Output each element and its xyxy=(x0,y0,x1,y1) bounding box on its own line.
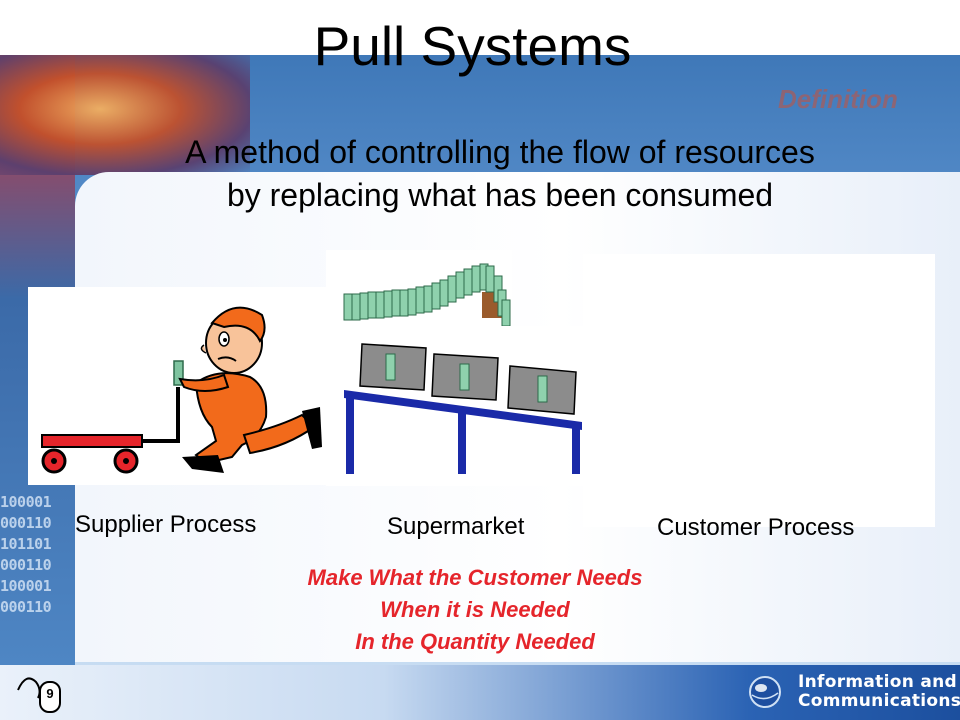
supermarket-rack-panel xyxy=(326,326,584,486)
worker-pulling-wagon-illustration xyxy=(41,306,322,474)
definition-line: by replacing what has been consumed xyxy=(226,177,774,213)
kanban-cards-stack-illustration xyxy=(343,263,511,327)
background-binary-text: 100001 000110 101101 000110 100001 00011… xyxy=(0,492,75,618)
footer-bar xyxy=(0,665,960,720)
binary-line: 101101 xyxy=(0,535,52,553)
binary-line: 100001 xyxy=(0,577,52,595)
binary-line: 000110 xyxy=(0,514,52,532)
customer-illustration-panel xyxy=(583,254,935,527)
brand-line: Information and xyxy=(798,672,957,692)
binary-line: 100001 xyxy=(0,493,52,511)
supermarket-rack-illustration xyxy=(344,343,582,474)
binary-line: 000110 xyxy=(0,598,52,616)
tagline-line: When it is Needed xyxy=(380,597,570,622)
supermarket-kanban-panel xyxy=(326,250,512,328)
binary-line: 000110 xyxy=(0,556,52,574)
label-supermarket: Supermarket xyxy=(387,513,525,540)
template-photo-collage xyxy=(0,55,250,175)
page-title: Pull Systems xyxy=(313,15,632,77)
supplier-illustration-panel xyxy=(28,287,346,485)
definition-line: A method of controlling the flow of reso… xyxy=(185,134,815,170)
section-tag: Definition xyxy=(778,84,898,114)
tagline: Make What the Customer Needs When it is … xyxy=(230,562,720,658)
brand-line: Communications xyxy=(798,691,960,711)
brand-text: Information and Communications xyxy=(798,673,960,711)
definition-text: A method of controlling the flow of reso… xyxy=(100,131,900,217)
globe-icon xyxy=(749,676,781,708)
label-customer-process: Customer Process xyxy=(657,514,855,541)
page-number: 9 xyxy=(46,686,54,701)
tagline-line: Make What the Customer Needs xyxy=(307,565,643,590)
label-supplier-process: Supplier Process xyxy=(75,511,257,538)
tagline-line: In the Quantity Needed xyxy=(355,629,595,654)
mouse-cursor-icon xyxy=(17,677,61,713)
